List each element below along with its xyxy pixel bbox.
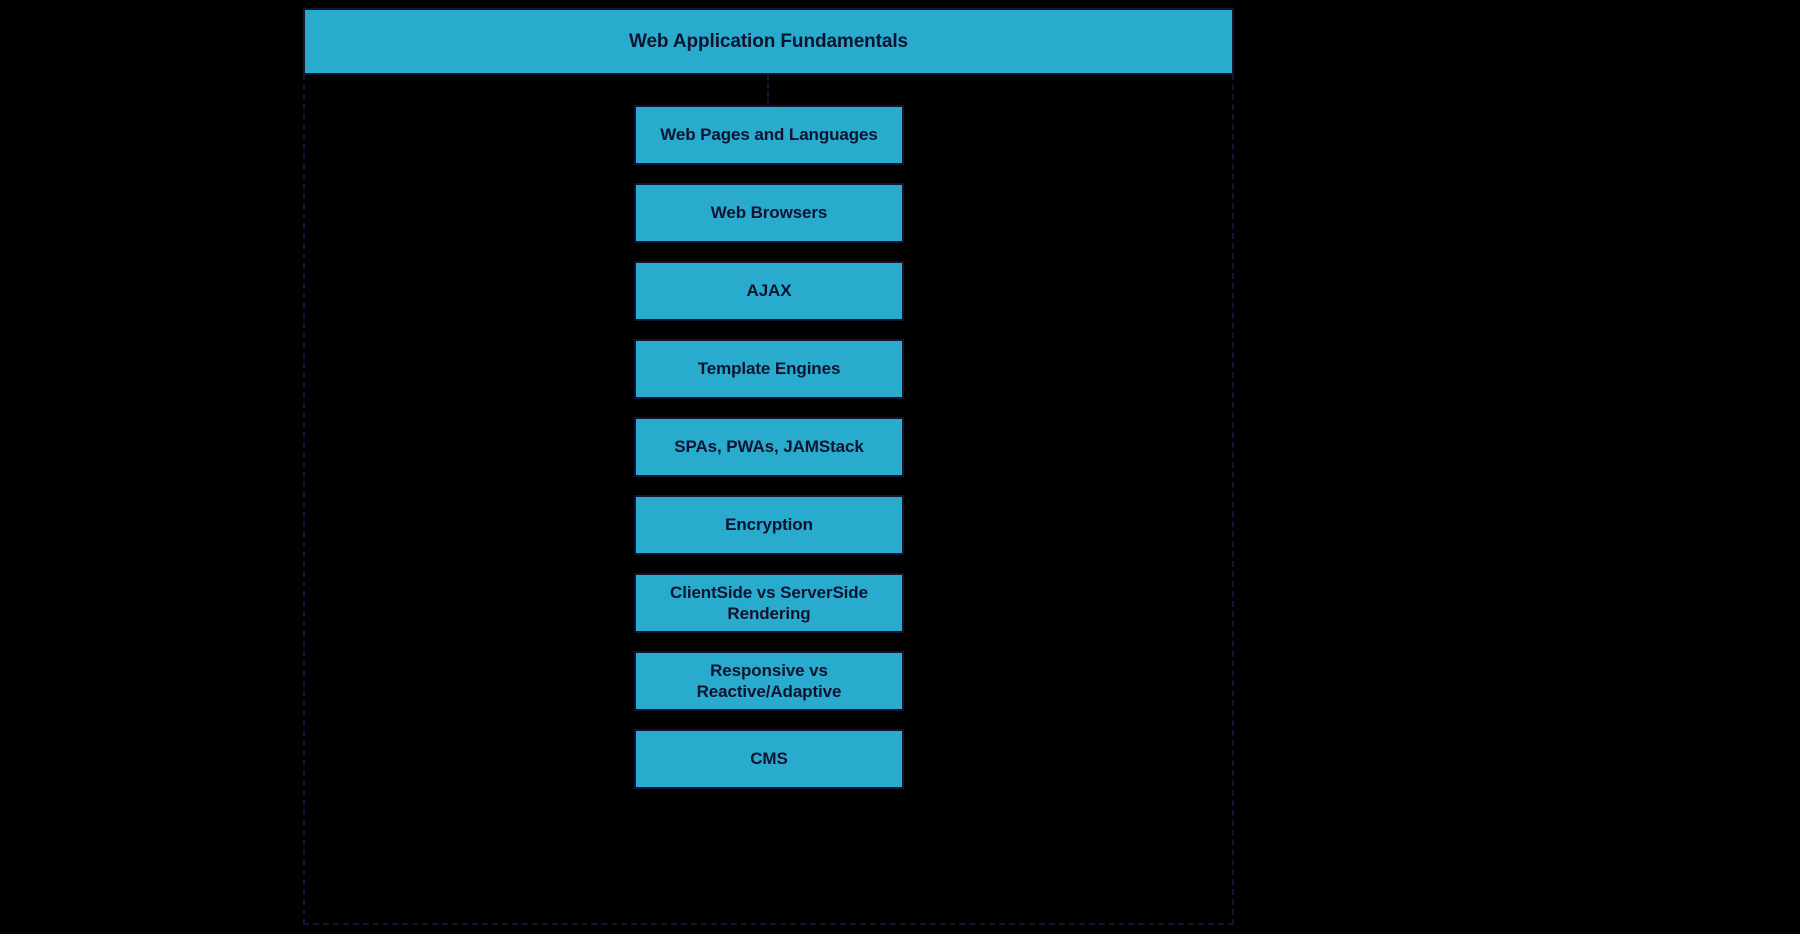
node-spas-pwas-jamstack[interactable]: SPAs, PWAs, JAMStack — [634, 417, 904, 477]
node-label: ClientSide vs ServerSide Rendering — [670, 582, 868, 623]
root-connector-line — [767, 74, 769, 106]
node-label: SPAs, PWAs, JAMStack — [674, 437, 864, 457]
node-cms[interactable]: CMS — [634, 729, 904, 789]
node-responsive-vs-reactive-adaptive[interactable]: Responsive vs Reactive/Adaptive — [634, 651, 904, 711]
node-label: Web Browsers — [710, 203, 828, 223]
node-encryption[interactable]: Encryption — [634, 495, 904, 555]
node-label: CMS — [750, 749, 788, 769]
node-label: Responsive vs Reactive/Adaptive — [696, 660, 842, 701]
node-label: Web Pages and Languages — [660, 125, 878, 145]
node-label: Encryption — [725, 515, 813, 535]
node-ajax[interactable]: AJAX — [634, 261, 904, 321]
node-template-engines[interactable]: Template Engines — [634, 339, 904, 399]
node-web-browsers[interactable]: Web Browsers — [634, 183, 904, 243]
root-node-web-application-fundamentals[interactable]: Web Application Fundamentals — [303, 8, 1234, 75]
node-web-pages-and-languages[interactable]: Web Pages and Languages — [634, 105, 904, 165]
root-node-label: Web Application Fundamentals — [628, 30, 909, 52]
node-label: Template Engines — [697, 359, 841, 379]
node-clientside-vs-serverside-rendering[interactable]: ClientSide vs ServerSide Rendering — [634, 573, 904, 633]
node-label: AJAX — [746, 281, 792, 301]
